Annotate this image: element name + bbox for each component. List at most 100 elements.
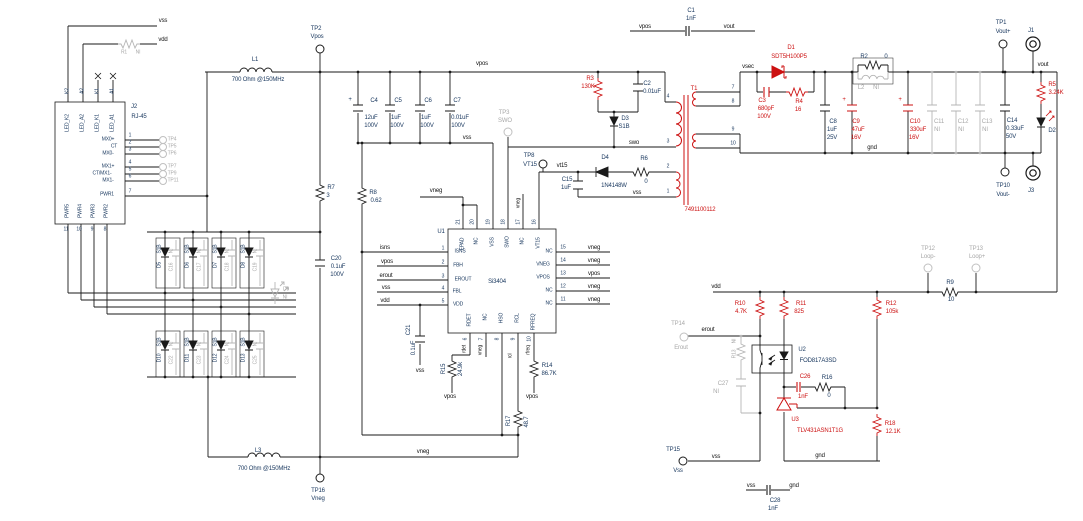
- ref-r15: R15: [441, 363, 447, 375]
- wires-gray: [175, 72, 981, 414]
- val-r18: 12.1K: [885, 429, 901, 435]
- schematic-label: vneg: [587, 297, 601, 303]
- val-c6: 1uF: [421, 115, 431, 121]
- ref-c15: C15: [561, 177, 573, 183]
- r18-resistor: [871, 414, 883, 436]
- ref-r6: R6: [640, 156, 648, 162]
- ref-l1: L1: [251, 57, 259, 63]
- junction-dots: [163, 70, 1043, 459]
- tp15-circle: [678, 456, 688, 466]
- ref-tp16: TP16: [311, 488, 325, 494]
- val-c8: 1uF: [827, 127, 837, 133]
- r6-resistor: [630, 166, 652, 178]
- val-c3: 680pF: [757, 106, 775, 112]
- net-vout-c1: vout: [723, 24, 735, 30]
- tp2-circle: [315, 44, 325, 54]
- schematic-label: S1B: [240, 244, 247, 254]
- u3-tlv431-symbol: [776, 397, 798, 411]
- ref-tp15: TP15: [666, 447, 680, 453]
- schematic-label: 4: [666, 93, 670, 100]
- ref-tp7: TP7: [167, 163, 177, 170]
- ref-c24: C24: [224, 355, 231, 365]
- ref-r10: R10: [734, 301, 746, 307]
- r7-resistor: [314, 182, 326, 204]
- ref-l2: L2: [857, 85, 865, 91]
- pin-mx0m: MX0-: [102, 150, 114, 157]
- ref-d2: D2: [1048, 128, 1056, 134]
- pin-pwr4: PWR4: [77, 204, 84, 218]
- u2-opto-body: [751, 344, 793, 374]
- ref-tp13: TP13: [969, 246, 983, 252]
- r5-resistor: [1035, 82, 1047, 104]
- schematic-label: VT15: [535, 237, 542, 249]
- net-vneg-17: vneg: [515, 197, 522, 209]
- tp13-circle: [971, 263, 981, 273]
- schematic-label: 21: [455, 219, 462, 225]
- net-vpos-r15: vpos: [443, 394, 457, 400]
- schematic-label: S1B: [184, 337, 191, 347]
- net-vout: vout: [1037, 62, 1049, 68]
- schematic-label: 7: [478, 337, 485, 341]
- schematic-label: 16: [531, 219, 538, 225]
- jack-connectors: [1025, 36, 1041, 181]
- schematic-label: NI: [168, 248, 175, 254]
- ref-tp9: TP9: [167, 170, 177, 177]
- net-vneg-epad: vneg: [429, 188, 443, 194]
- ref-tp10: TP10: [996, 183, 1010, 189]
- net-vdd-top: vdd: [158, 37, 168, 43]
- r10-resistor: [754, 297, 766, 319]
- schematic-label: 2: [666, 163, 670, 170]
- schematic-label: 19: [485, 219, 492, 225]
- schematic-label: NI: [224, 341, 231, 347]
- ref-c14: C14: [1006, 118, 1018, 124]
- ref-c2: C2: [643, 81, 651, 87]
- val-r15: 24.9k: [458, 362, 464, 376]
- ref-d11: D11: [184, 353, 191, 363]
- schematic-label: 7: [128, 188, 132, 195]
- val-r13: NI: [731, 338, 738, 344]
- ref-r3: R3: [586, 76, 594, 82]
- val-d3: S1B: [618, 124, 630, 130]
- ref-c9: C9: [852, 119, 860, 125]
- schematic-label: NC: [519, 237, 526, 245]
- ref-r13: R13: [731, 349, 738, 359]
- val-r2: 0: [884, 54, 888, 60]
- val-r4: 16: [794, 107, 802, 113]
- val-c8v: 25V: [826, 135, 838, 141]
- tp11-circle: [159, 177, 167, 185]
- r16-resistor: [812, 381, 834, 393]
- ref-d13: D13: [240, 353, 247, 363]
- ref-d6: D6: [184, 261, 191, 269]
- val-c2: 0.01uF: [643, 89, 661, 95]
- r11-resistor: [778, 297, 790, 319]
- val-c10v: 16V: [908, 135, 920, 141]
- ref-u2: U2: [798, 347, 806, 353]
- schematic-label: VDD: [452, 301, 464, 308]
- schematic-label: ISNS: [454, 248, 466, 255]
- val-tp1: Vout+: [995, 29, 1011, 35]
- val-u3: TLV431ASN1T1G: [797, 428, 843, 434]
- pin-ctmx1m: CT/MX1-: [92, 170, 112, 177]
- ref-u1: U1: [437, 229, 445, 235]
- schematic-label: NC: [545, 287, 553, 294]
- tp8-circle: [538, 159, 548, 169]
- net-gnd-c28: gnd: [789, 483, 799, 489]
- ref-d5: D5: [156, 261, 163, 269]
- schematic-label: +: [348, 97, 352, 103]
- resistor-symbols-gray: [118, 38, 747, 363]
- d2-led-arrows: [1045, 110, 1055, 122]
- ref-tp14: TP14: [671, 321, 685, 327]
- schematic-label: 2: [128, 139, 132, 146]
- r2-resistor: [862, 59, 884, 71]
- schematic-label: RDET: [466, 313, 473, 327]
- val-tp8: VT15: [523, 162, 537, 168]
- schematic-label: 13: [560, 270, 566, 277]
- val-c14: 0.33uF: [1006, 126, 1024, 132]
- ref-c22: C22: [168, 355, 175, 365]
- ref-r5: R5: [1048, 82, 1056, 88]
- net-vss-fb: vss: [711, 454, 721, 460]
- net-vpos-c1: vpos: [638, 24, 652, 30]
- schematic-label: 7: [731, 84, 735, 91]
- net-rfreq: rfreq: [525, 345, 532, 355]
- pin-mx1m: MX1-: [102, 177, 114, 184]
